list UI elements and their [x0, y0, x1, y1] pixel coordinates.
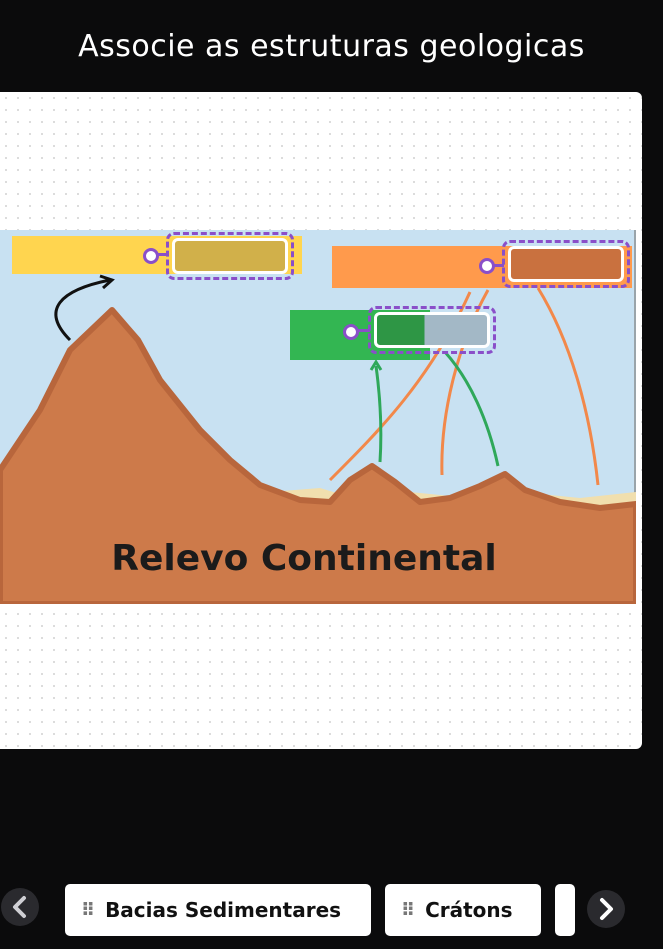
pin-marker-1: [143, 248, 159, 264]
geology-diagram: Relevo Continental: [0, 230, 639, 607]
pin-marker-3: [343, 324, 359, 340]
next-button[interactable]: [586, 889, 626, 929]
answer-chip-1[interactable]: ⠿ Bacias Sedimentares: [62, 881, 374, 939]
drop-zone-green[interactable]: [368, 306, 496, 354]
green-arrow-1: [374, 365, 383, 463]
drop-slot-orange: [508, 246, 624, 282]
prev-button[interactable]: [0, 887, 40, 927]
right-edge-strip: [642, 749, 663, 949]
orange-arrow-3: [536, 287, 600, 486]
answer-chip-label: Crátons: [425, 898, 513, 922]
title-text: Associe as estruturas geologicas: [78, 28, 585, 64]
answer-chip-3[interactable]: [552, 881, 578, 939]
drop-zone-orange[interactable]: [502, 240, 630, 288]
continental-landmass: [0, 307, 639, 607]
pin-connector-3: [350, 329, 370, 332]
chevron-right-icon: [587, 890, 625, 928]
green-arrow-2: [443, 351, 500, 467]
black-arrow: [54, 278, 111, 342]
drop-zone-yellow[interactable]: [166, 232, 294, 280]
pin-connector-2: [486, 264, 504, 267]
chevron-left-icon: [1, 888, 39, 926]
diagram-label: Relevo Continental: [111, 538, 496, 579]
answer-chip-2[interactable]: ⠿ Crátons: [382, 881, 544, 939]
answer-chip-label: Bacias Sedimentares: [105, 898, 342, 922]
drag-handle-icon: ⠿: [81, 899, 95, 921]
pin-connector-1: [150, 253, 168, 256]
drop-slot-green: [374, 312, 490, 348]
diagram-illustration: Relevo Continental: [0, 230, 639, 607]
pin-marker-2: [479, 258, 495, 274]
page-title: Associe as estruturas geologicas: [0, 0, 663, 92]
drag-handle-icon: ⠿: [401, 899, 415, 921]
drop-slot-yellow: [172, 238, 288, 274]
